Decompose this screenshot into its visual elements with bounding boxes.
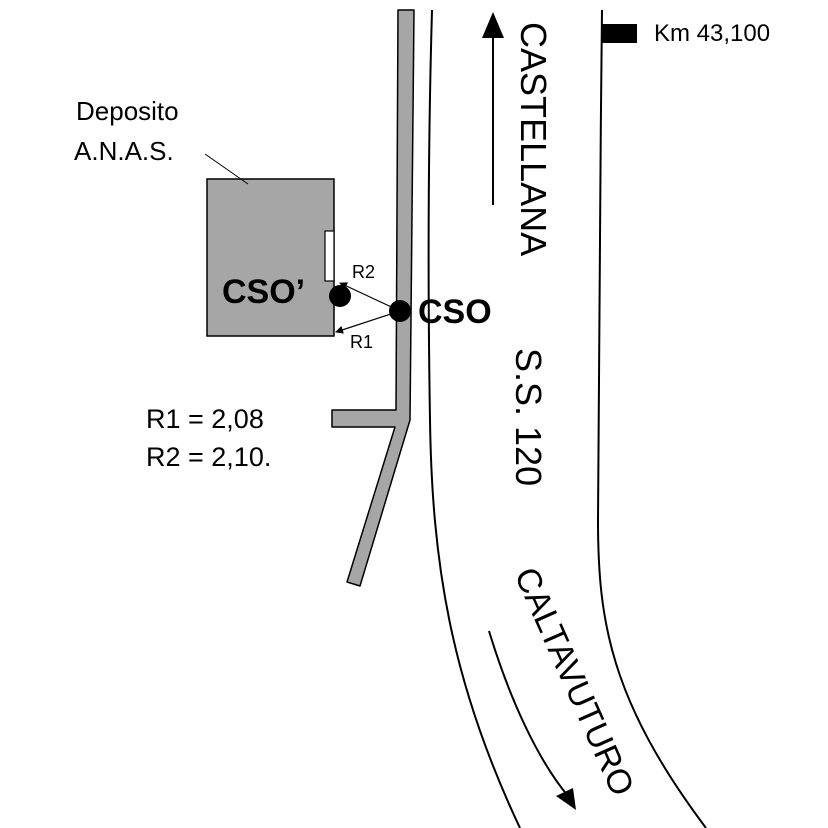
depot-building bbox=[206, 178, 335, 337]
r2-line bbox=[339, 282, 401, 312]
km-marker-label: Km 43,100 bbox=[654, 20, 770, 47]
km-marker-icon bbox=[602, 24, 637, 43]
cso-label: CSO bbox=[418, 293, 492, 331]
arrow-south-icon bbox=[556, 788, 576, 810]
depot-leader-line bbox=[204, 153, 249, 185]
r1-distance: R1 = 2,08 bbox=[146, 404, 264, 434]
cso-prime-point bbox=[329, 285, 351, 307]
castellana-label: CASTELLANA bbox=[513, 22, 554, 256]
caltavuturo-label: CALTAVUTURO bbox=[507, 562, 642, 802]
depot-label-line2: A.N.A.S. bbox=[74, 136, 174, 166]
arrow-south-line bbox=[488, 630, 569, 797]
cso-prime-label: CSO’ bbox=[222, 273, 305, 311]
road-edge-left bbox=[427, 9, 521, 828]
r2-distance: R2 = 2,10. bbox=[146, 442, 271, 472]
arrow-north-icon bbox=[482, 12, 504, 38]
depot-label-line1: Deposito bbox=[76, 96, 179, 126]
road-name-label: S.S. 120 bbox=[508, 348, 549, 486]
r1-line bbox=[335, 310, 401, 334]
cso-point bbox=[389, 300, 411, 322]
access-lane bbox=[331, 9, 415, 587]
road-edge-right bbox=[596, 9, 707, 828]
depot-door bbox=[324, 230, 335, 282]
r1-label: R1 bbox=[350, 332, 373, 352]
r2-label: R2 bbox=[352, 262, 375, 282]
